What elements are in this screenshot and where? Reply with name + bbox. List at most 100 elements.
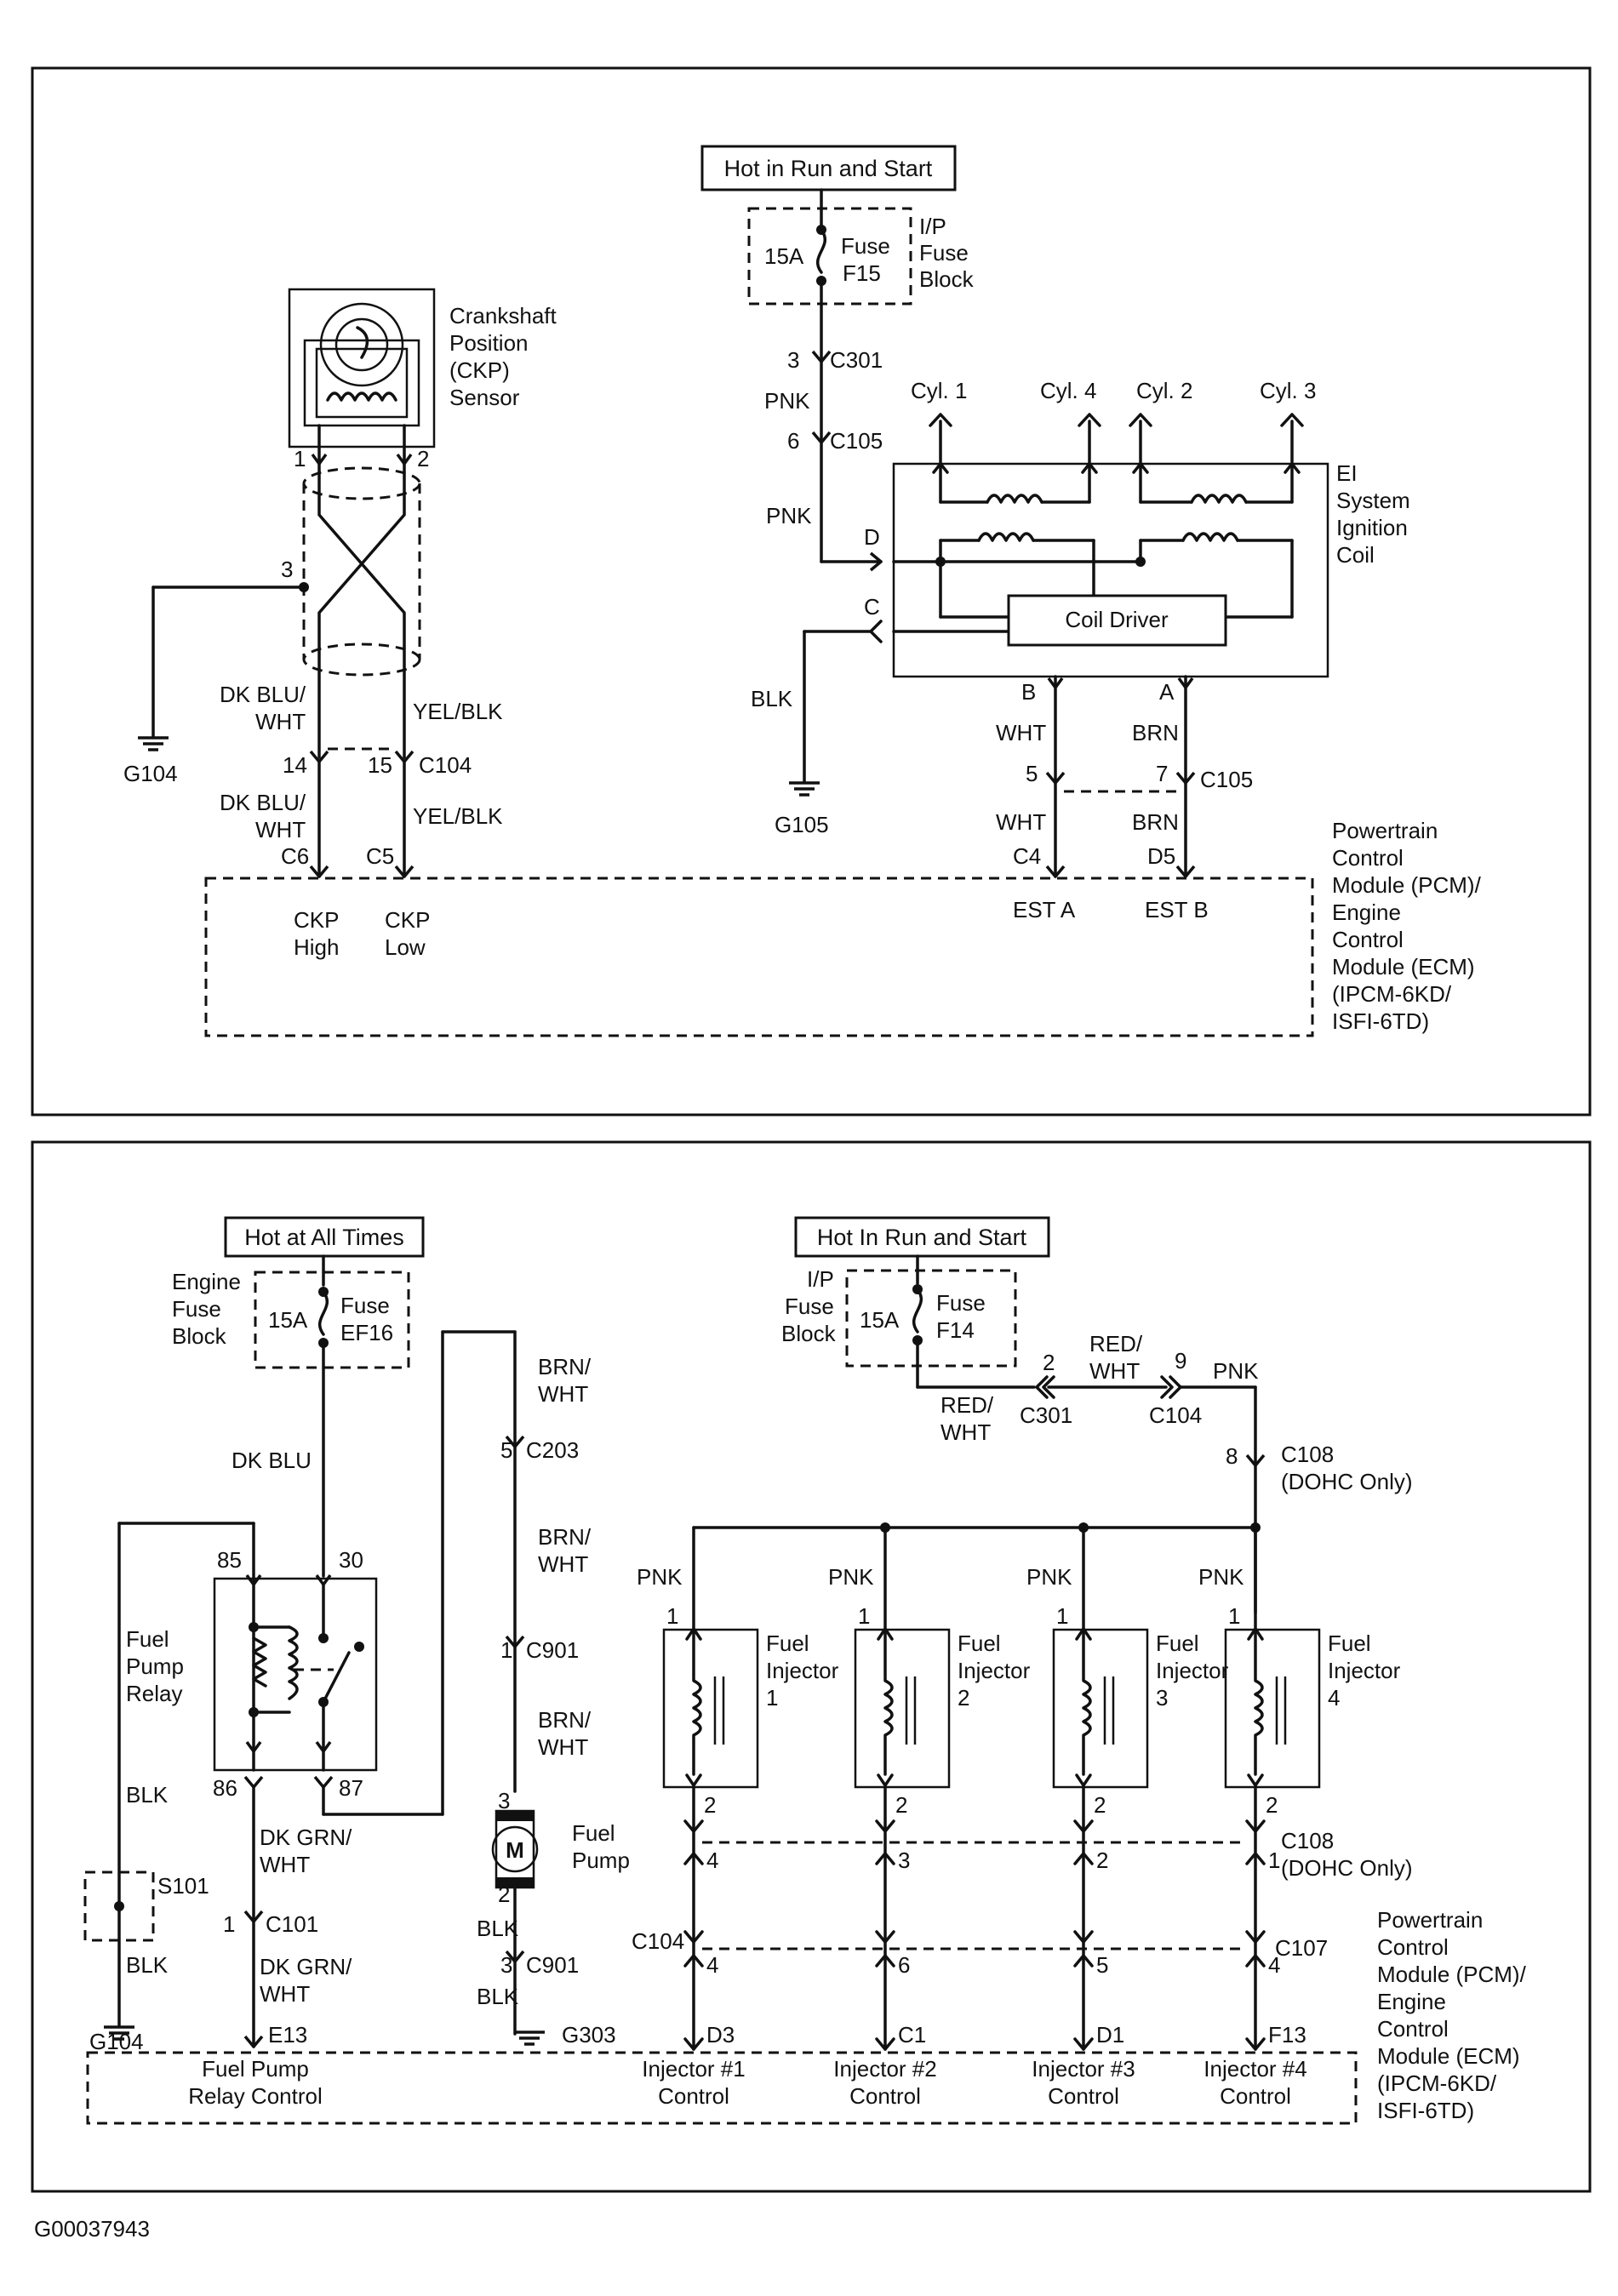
- relay-pin-85: 85: [217, 1547, 242, 1573]
- svg-text:ISFI-6TD): ISFI-6TD): [1332, 1008, 1429, 1034]
- c108-bottom-note: (DOHC Only): [1281, 1855, 1413, 1881]
- svg-text:Low: Low: [385, 934, 426, 960]
- injector-2-control-2: Control: [849, 2083, 921, 2109]
- hot-in-run-label: Hot In Run and Start: [817, 1225, 1027, 1250]
- svg-text:WHT: WHT: [538, 1551, 588, 1577]
- wire-wht-1: WHT: [996, 720, 1046, 745]
- svg-text:Sensor: Sensor: [449, 385, 520, 410]
- c108-top-note: (DOHC Only): [1281, 1469, 1413, 1494]
- est-a-label: EST A: [1013, 897, 1076, 922]
- wire-brnwht-3: BRN/ WHT: [538, 1707, 592, 1760]
- injector-2-bottom-arrow: [877, 1773, 894, 1787]
- injector-2-coil-icon: [883, 1628, 894, 1776]
- injector-1-pin-bottom: 2: [704, 1792, 716, 1818]
- injector-4-wire-pnk: PNK: [1198, 1564, 1244, 1590]
- injector-4-bottom-arrow: [1247, 1773, 1264, 1787]
- svg-text:RED/: RED/: [1089, 1331, 1143, 1356]
- injector-1-box: [662, 1628, 759, 1789]
- fuse-f15-name: Fuse: [841, 233, 890, 259]
- c203-pin: 5: [500, 1437, 512, 1463]
- wire-dkgrnwht-1: DK GRN/ WHT: [260, 1825, 352, 1877]
- ei-ignition-coil-label: EI System Ignition Coil: [1336, 460, 1410, 568]
- fuse-f14-name: Fuse: [936, 1290, 986, 1316]
- injector-4-c104-pin: 4: [1268, 1952, 1280, 1978]
- figure-id: G00037943: [34, 2216, 150, 2242]
- injector-2-pin-top: 1: [858, 1603, 870, 1629]
- relay-coil: [249, 1583, 334, 1751]
- fuse-f15-box: [747, 207, 912, 306]
- svg-text:Fuse: Fuse: [919, 240, 969, 266]
- injector-3-coil-icon: [1082, 1628, 1092, 1776]
- c901-label-2: C901: [526, 1952, 579, 1978]
- injector-3-label-3: 3: [1156, 1685, 1168, 1711]
- relay-pin-86: 86: [213, 1775, 237, 1801]
- injector-4-pcm-pin: F13: [1268, 2022, 1306, 2048]
- injector-4-pin-bottom: 2: [1266, 1792, 1278, 1818]
- svg-text:DK BLU/: DK BLU/: [220, 682, 306, 707]
- fuel-pump-pin-3: 3: [498, 1788, 510, 1813]
- cyl-4-label: Cyl. 4: [1040, 378, 1096, 403]
- ground-g105: G105: [775, 812, 829, 837]
- svg-text:Position: Position: [449, 330, 529, 356]
- injector-1-label-2: Injector: [766, 1658, 839, 1683]
- svg-text:Module (ECM): Module (ECM): [1377, 2043, 1520, 2069]
- injector-3-control-2: Control: [1048, 2083, 1119, 2109]
- ckp-sensor-box: [288, 288, 436, 448]
- svg-text:Fuel: Fuel: [126, 1626, 169, 1652]
- fuel-pump-motor-icon: [491, 1825, 539, 1873]
- ckp-pin-3: 3: [281, 557, 293, 582]
- wire-brnwht-2: BRN/ WHT: [538, 1524, 592, 1577]
- c301-pin: 3: [787, 347, 799, 373]
- wire-dkblu: DK BLU: [232, 1448, 312, 1473]
- c301-label: C301: [830, 347, 883, 373]
- svg-text:I/P: I/P: [919, 214, 946, 239]
- c101-pin: 1: [223, 1911, 235, 1937]
- cyl-2-label: Cyl. 2: [1136, 378, 1192, 403]
- injector-3-c104-pin: 5: [1096, 1952, 1108, 1978]
- svg-text:Relay Control: Relay Control: [188, 2083, 323, 2109]
- wire-brnwht-1: BRN/ WHT: [538, 1354, 592, 1407]
- svg-text:Pump: Pump: [572, 1848, 630, 1873]
- fuel-pump-motor-letter: M: [506, 1837, 524, 1863]
- c901-pin-3: 3: [500, 1952, 512, 1978]
- svg-text:RED/: RED/: [940, 1392, 994, 1418]
- svg-text:WHT: WHT: [260, 1981, 310, 2007]
- injector-1-wire-pnk: PNK: [637, 1564, 683, 1590]
- c108-top-label: C108: [1281, 1442, 1334, 1467]
- wire-yelblk-1: YEL/BLK: [413, 699, 503, 724]
- coil-driver-box: [1007, 594, 1227, 647]
- injector-4-box: [1224, 1628, 1321, 1789]
- c301-bottom-label: C301: [1020, 1402, 1072, 1428]
- svg-text:BRN/: BRN/: [538, 1524, 592, 1550]
- svg-text:I/P: I/P: [807, 1266, 834, 1292]
- svg-text:Block: Block: [919, 266, 975, 292]
- injector-4-c108-pin: 1: [1268, 1848, 1280, 1873]
- c104-bottom-pin-9: 9: [1175, 1348, 1186, 1374]
- svg-text:WHT: WHT: [255, 817, 306, 842]
- pcm-top-box: [204, 877, 1314, 1037]
- wire-blk-pump-2: BLK: [477, 1984, 519, 2009]
- svg-text:System: System: [1336, 488, 1410, 513]
- svg-text:Block: Block: [781, 1321, 837, 1346]
- svg-text:Relay: Relay: [126, 1681, 182, 1706]
- svg-text:EI: EI: [1336, 460, 1358, 486]
- svg-text:(IPCM-6KD/: (IPCM-6KD/: [1377, 2070, 1497, 2096]
- bottom-panel-frame: [31, 1140, 1592, 2193]
- svg-text:Coil: Coil: [1336, 542, 1375, 568]
- c105-pin-7: 7: [1156, 761, 1168, 786]
- injector-3-label-2: Injector: [1156, 1658, 1229, 1683]
- svg-text:Pump: Pump: [126, 1653, 184, 1679]
- c901-label-1: C901: [526, 1637, 579, 1663]
- svg-text:Control: Control: [1377, 1934, 1449, 1960]
- injector-1-label-3: 1: [766, 1685, 778, 1711]
- ip-fuse-block-bottom-label: I/P Fuse Block: [781, 1266, 837, 1346]
- c104-bottom-top-label: C104: [1149, 1402, 1202, 1428]
- svg-text:(CKP): (CKP): [449, 357, 510, 383]
- pcm-pin-d5: D5: [1147, 843, 1175, 869]
- svg-text:DK GRN/: DK GRN/: [260, 1825, 352, 1850]
- svg-text:Fuse: Fuse: [785, 1294, 834, 1319]
- c105-top-label: C105: [830, 428, 883, 454]
- c105-top-pin: 6: [787, 428, 799, 454]
